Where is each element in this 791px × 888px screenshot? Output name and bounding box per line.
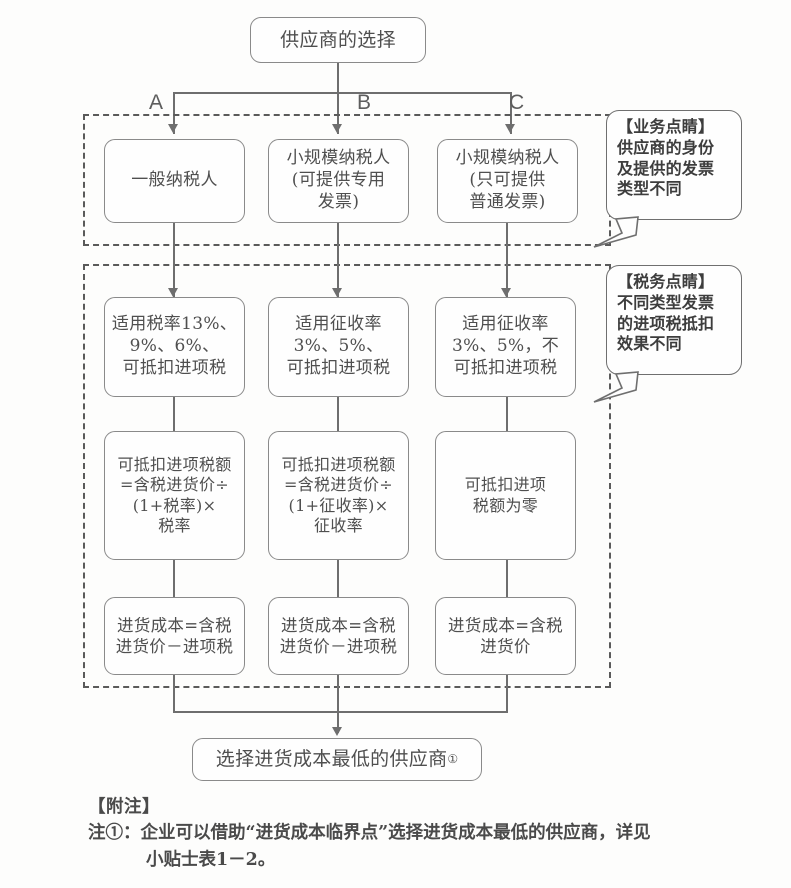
- node-identity-c-label: 小规模纳税人 (只可提供 普通发票): [455, 148, 560, 212]
- node-identity-c: 小规模纳税人 (只可提供 普通发票): [437, 139, 578, 223]
- connector-root-to-c: [510, 92, 512, 134]
- connector-identity-a-to-rate-a: [173, 223, 175, 297]
- connector-cost-a-down: [173, 675, 175, 712]
- connector-deduction-c-to-cost-c: [506, 560, 508, 598]
- arrowhead-rate-a: [168, 288, 178, 297]
- connector-deduction-b-to-cost-b: [337, 560, 339, 598]
- arrowhead-rate-c: [501, 288, 511, 297]
- connector-identity-b-to-rate-b: [337, 223, 339, 297]
- callout-tax-tip: 【税务点睛】 不同类型发票 的进项税抵扣 效果不同: [606, 265, 742, 375]
- node-identity-a-label: 一般纳税人: [131, 170, 218, 191]
- connector-root-stem: [337, 63, 339, 93]
- node-deduction-a: 可抵扣进项税额 =含税进货价÷ (1+税率)× 税率: [104, 431, 245, 560]
- root-node-label: 供应商的选择: [280, 28, 396, 51]
- root-node: 供应商的选择: [250, 17, 426, 63]
- callout-business-tip-tail: [593, 216, 639, 248]
- node-cost-b: 进货成本=含税 进货价－进项税: [268, 597, 409, 675]
- footnote-line-2: 小贴士表1－2。: [146, 849, 276, 870]
- connector-cost-c-down: [506, 675, 508, 712]
- node-deduction-c: 可抵扣进项 税额为零: [435, 431, 576, 560]
- node-identity-b-label: 小规模纳税人 (可提供专用 发票): [286, 148, 391, 212]
- branch-label-b: B: [357, 91, 372, 114]
- callout-business-tip-text: 【业务点睛】 供应商的身份 及提供的发票 类型不同: [617, 117, 715, 199]
- connector-root-to-a: [173, 92, 175, 134]
- node-rate-b: 适用征收率 3%、5%、 可抵扣进项税: [268, 297, 409, 397]
- branch-label-c: C: [509, 91, 525, 114]
- arrowhead-root-to-a: [168, 124, 178, 133]
- connector-deduction-a-to-cost-a: [173, 560, 175, 598]
- node-cost-b-label: 进货成本=含税 进货价－进项税: [279, 615, 398, 656]
- arrowhead-rate-b: [332, 288, 342, 297]
- connector-identity-c-to-rate-c: [506, 223, 508, 297]
- footnote-block: 【附注】 注①：企业可以借助“进货成本临界点”选择进货成本最低的供应商，详见 小…: [88, 794, 788, 873]
- connector-cost-b-to-final: [337, 675, 339, 733]
- arrowhead-root-to-c: [505, 124, 515, 133]
- callout-tax-tip-tail: [593, 371, 639, 403]
- node-rate-b-label: 适用征收率 3%、5%、 可抵扣进项税: [286, 314, 391, 378]
- node-final-decision-label: 选择进货成本最低的供应商: [215, 748, 448, 771]
- branch-label-a: A: [149, 91, 164, 114]
- node-cost-a-label: 进货成本=含税 进货价－进项税: [115, 615, 234, 656]
- footnote-heading: 【附注】: [88, 797, 160, 817]
- arrowhead-root-to-b: [332, 124, 342, 133]
- node-deduction-c-label: 可抵扣进项 税额为零: [464, 475, 547, 515]
- node-identity-a: 一般纳税人: [104, 139, 245, 223]
- node-cost-a: 进货成本=含税 进货价－进项税: [104, 597, 245, 675]
- connector-rate-c-to-deduction-c: [506, 397, 508, 432]
- node-rate-c-label: 适用征收率 3%、5%，不 可抵扣进项税: [451, 314, 560, 378]
- node-deduction-b-label: 可抵扣进项税额 =含税进货价÷ (1+征收率)× 征收率: [281, 454, 396, 535]
- callout-business-tip: 【业务点睛】 供应商的身份 及提供的发票 类型不同: [606, 110, 742, 220]
- footnote-line-1: 注①：企业可以借助“进货成本临界点”选择进货成本最低的供应商，详见: [88, 823, 651, 844]
- connector-distribution-bar: [173, 92, 511, 94]
- group-frame-tax: [83, 264, 611, 688]
- node-rate-a: 适用税率13%、 9%、6%、 可抵扣进项税: [104, 297, 245, 397]
- node-cost-c-label: 进货成本=含税 进货价: [448, 615, 563, 656]
- node-rate-a-label: 适用税率13%、 9%、6%、 可抵扣进项税: [111, 314, 238, 378]
- arrowhead-final: [332, 727, 342, 736]
- connector-rate-a-to-deduction-a: [173, 397, 175, 432]
- node-rate-c: 适用征收率 3%、5%，不 可抵扣进项税: [435, 297, 576, 397]
- footnote-marker: ①: [447, 751, 459, 766]
- connector-merge-bar: [173, 711, 508, 713]
- node-deduction-b: 可抵扣进项税额 =含税进货价÷ (1+征收率)× 征收率: [268, 431, 409, 560]
- connector-root-to-b: [337, 92, 339, 134]
- node-cost-c: 进货成本=含税 进货价: [435, 597, 576, 675]
- node-deduction-a-label: 可抵扣进项税额 =含税进货价÷ (1+税率)× 税率: [117, 454, 232, 535]
- callout-tax-tip-text: 【税务点睛】 不同类型发票 的进项税抵扣 效果不同: [617, 272, 715, 354]
- connector-rate-b-to-deduction-b: [337, 397, 339, 432]
- node-identity-b: 小规模纳税人 (可提供专用 发票): [268, 139, 409, 223]
